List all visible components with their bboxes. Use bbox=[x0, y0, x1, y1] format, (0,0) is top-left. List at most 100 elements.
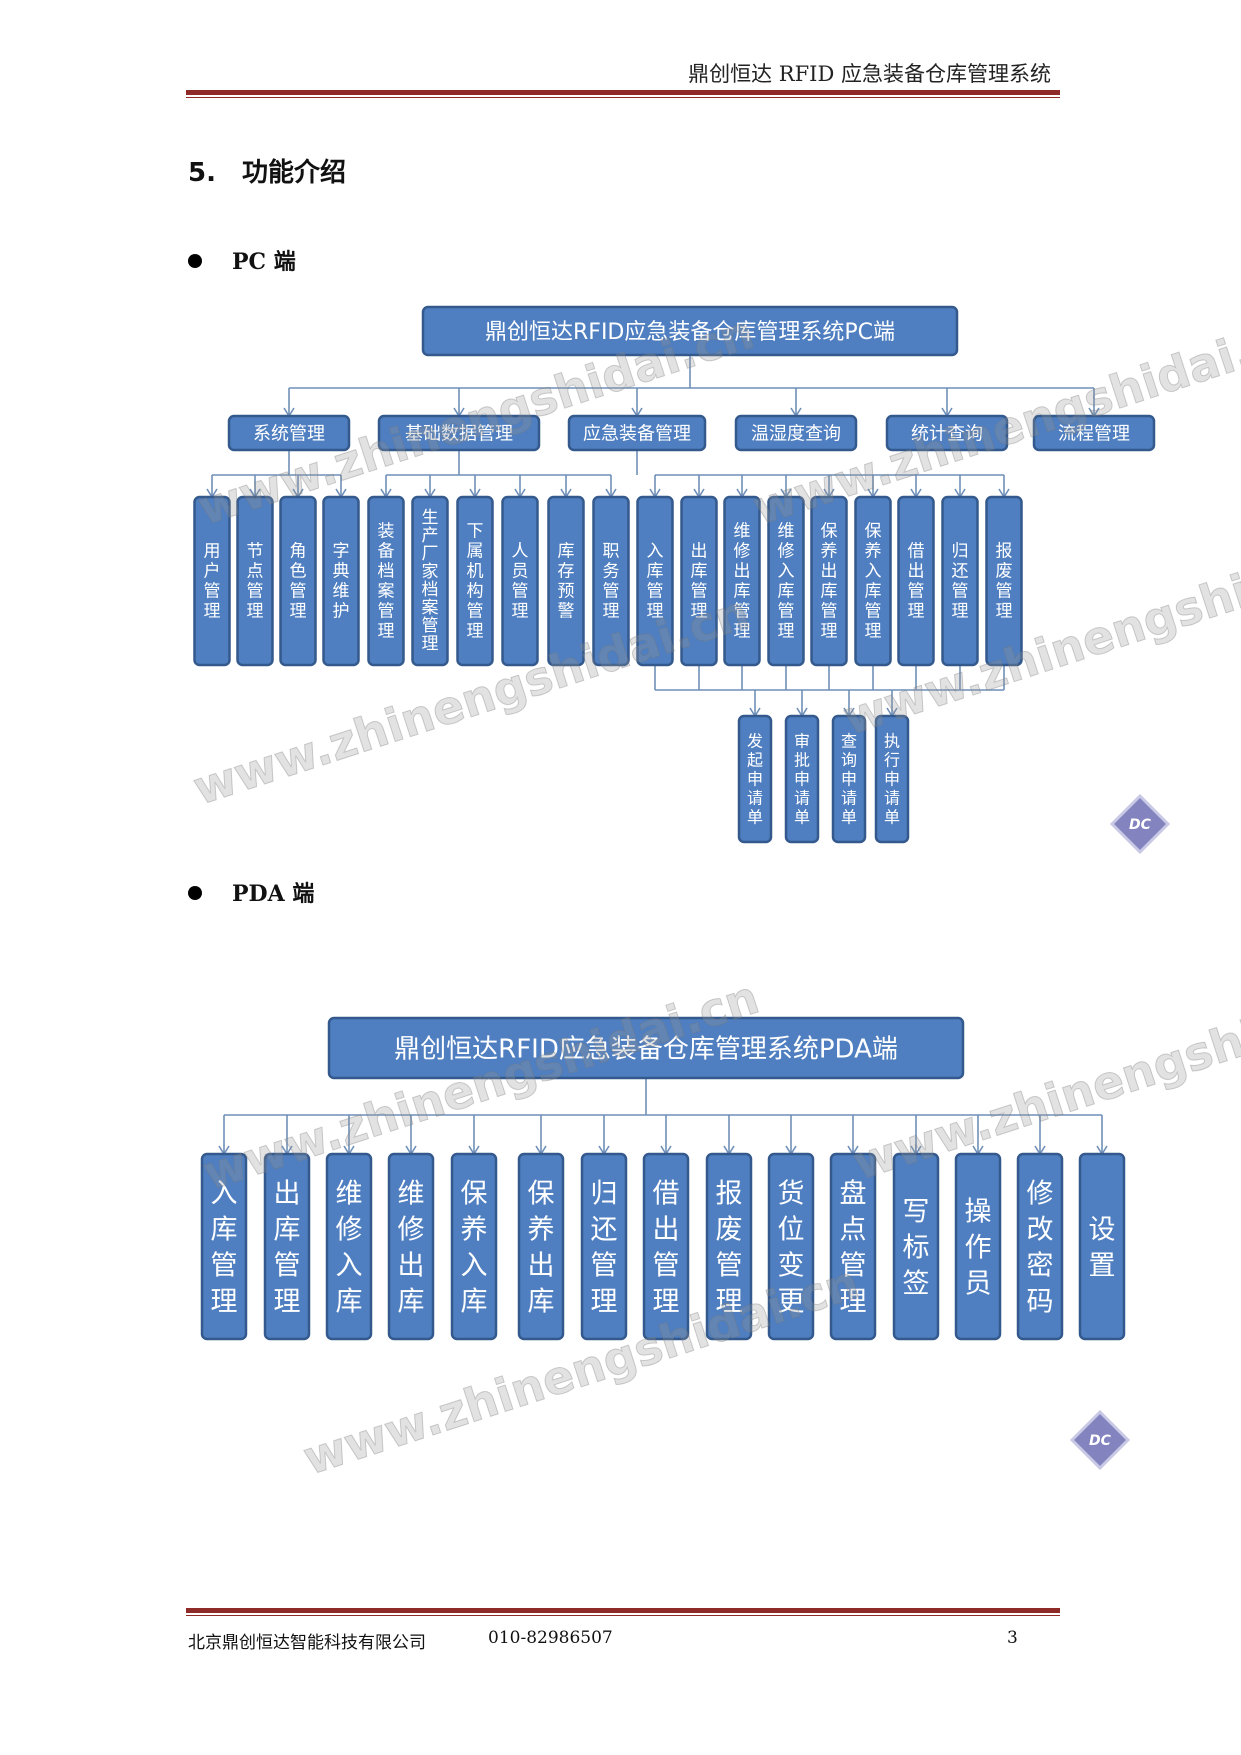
pc-leaf-node-1-0: 装备档案管理 bbox=[367, 495, 405, 667]
pc-flow-node-3: 执行申请单 bbox=[874, 714, 910, 844]
pc-leaf-node-1-3: 人员管理 bbox=[501, 495, 539, 667]
pc-leaf-node-2-2-label: 维修出库管理 bbox=[734, 522, 751, 642]
pc-leaf-node-2-8: 报废管理 bbox=[985, 495, 1023, 667]
pda-node-9-box bbox=[767, 1152, 815, 1341]
pda-node-14: 设置 bbox=[1078, 1152, 1126, 1341]
pda-node-12-box bbox=[954, 1152, 1002, 1341]
header-title: 鼎创恒达 RFID 应急装备仓库管理系统 bbox=[688, 62, 1051, 86]
pc-flow-node-2-box bbox=[831, 714, 867, 844]
pc-root-node-box bbox=[421, 305, 959, 357]
pc-group-node-5-label: 流程管理 bbox=[1058, 423, 1130, 444]
pc-flow-node-1-box bbox=[784, 714, 820, 844]
pc-leaf-node-2-5: 保养入库管理 bbox=[854, 495, 892, 667]
pc-leaf-node-0-2: 角色管理 bbox=[279, 495, 317, 667]
pc-leaf-node-2-6: 借出管理 bbox=[897, 495, 935, 667]
pc-leaf-node-2-8-label: 报废管理 bbox=[996, 542, 1013, 622]
pda-node-1: 出库管理 bbox=[263, 1152, 311, 1341]
pc-group-node-5: 流程管理 bbox=[1032, 414, 1156, 452]
pda-node-12-label: 操作员 bbox=[965, 1197, 992, 1300]
pc-leaf-node-1-4-label: 库存预警 bbox=[558, 542, 575, 622]
pc-leaf-node-1-5: 职务管理 bbox=[592, 495, 630, 667]
pc-group-node-0-label: 系统管理 bbox=[253, 423, 325, 444]
pc-leaf-node-0-1-box bbox=[236, 495, 274, 667]
pc-group-node-1: 基础数据管理 bbox=[377, 414, 541, 452]
pda-node-9-label: 货位变更 bbox=[778, 1179, 805, 1318]
pc-leaf-node-2-2-box bbox=[723, 495, 761, 667]
pc-leaf-node-0-3-label: 字典维护 bbox=[333, 542, 350, 622]
pc-root-node: 鼎创恒达RFID应急装备仓库管理系统PC端 bbox=[421, 305, 959, 357]
pc-leaf-node-2-4: 保养出库管理 bbox=[810, 495, 848, 667]
pda-root-node: 鼎创恒达RFID应急装备仓库管理系统PDA端 bbox=[327, 1016, 965, 1080]
pc-group-node-1-label: 基础数据管理 bbox=[405, 423, 513, 444]
pda-node-8: 报废管理 bbox=[705, 1152, 753, 1341]
pda-node-0-box bbox=[200, 1152, 248, 1341]
pda-node-10-box bbox=[829, 1152, 877, 1341]
pc-leaf-node-2-6-box bbox=[897, 495, 935, 667]
bullet-dot-icon bbox=[188, 886, 202, 900]
pc-leaf-node-1-5-box bbox=[592, 495, 630, 667]
pc-leaf-node-2-5-label: 保养入库管理 bbox=[865, 522, 882, 642]
pda-node-13-label: 修改密码 bbox=[1027, 1179, 1054, 1318]
pc-group-node-1-box bbox=[377, 414, 541, 452]
pda-node-11-label: 写标签 bbox=[903, 1197, 930, 1300]
pc-dc-logo-icon: DC bbox=[1109, 793, 1171, 855]
pc-group-node-3: 温湿度查询 bbox=[734, 414, 858, 452]
bullet-pc: PC 端 bbox=[188, 244, 296, 276]
pda-node-2-box bbox=[325, 1152, 373, 1341]
pda-node-8-box bbox=[705, 1152, 753, 1341]
pda-node-13: 修改密码 bbox=[1016, 1152, 1064, 1341]
pc-leaf-node-2-8-box bbox=[985, 495, 1023, 667]
footer-company: 北京鼎创恒达智能科技有限公司 bbox=[188, 1633, 426, 1653]
pc-leaf-node-1-3-label: 人员管理 bbox=[512, 542, 529, 622]
pc-leaf-node-2-3: 维修入库管理 bbox=[767, 495, 805, 667]
pc-leaf-node-2-7-label: 归还管理 bbox=[952, 542, 969, 622]
pc-flow-node-0-label: 发起申请单 bbox=[747, 731, 763, 826]
pc-leaf-node-1-2-label: 下属机构管理 bbox=[467, 522, 484, 642]
pc-leaf-node-1-3-box bbox=[501, 495, 539, 667]
pc-group-node-4-box bbox=[885, 414, 1009, 452]
pc-leaf-node-2-3-label: 维修入库管理 bbox=[778, 522, 795, 642]
header-rule bbox=[186, 90, 1060, 95]
pc-leaf-node-2-4-box bbox=[810, 495, 848, 667]
pc-leaf-node-2-1-box bbox=[680, 495, 718, 667]
pc-group-node-2-box bbox=[567, 414, 707, 452]
pc-leaf-node-0-2-box bbox=[279, 495, 317, 667]
pda-node-1-label: 出库管理 bbox=[274, 1179, 301, 1318]
pc-leaf-node-1-4: 库存预警 bbox=[547, 495, 585, 667]
section-title: 5. 功能介绍 bbox=[188, 158, 346, 188]
pda-node-4-label: 保养入库 bbox=[461, 1179, 488, 1318]
pc-leaf-node-1-0-box bbox=[367, 495, 405, 667]
pda-function-diagram: 鼎创恒达RFID应急装备仓库管理系统PDA端入库管理出库管理维修入库维修出库保养… bbox=[196, 959, 1241, 1486]
pda-node-13-box bbox=[1016, 1152, 1064, 1341]
pc-flow-node-1-label: 审批申请单 bbox=[794, 731, 810, 826]
footer-phone: 010-82986507 bbox=[488, 1628, 613, 1648]
header-rule-thin bbox=[186, 97, 1060, 98]
pc-function-diagram: 鼎创恒达RFID应急装备仓库管理系统PC端系统管理用户管理节点管理角色管理字典维… bbox=[186, 304, 1241, 855]
pc-dc-logo-icon-text: DC bbox=[1129, 817, 1152, 833]
pda-node-5: 保养出库 bbox=[517, 1152, 565, 1341]
pc-leaf-node-1-1-label: 生产厂家档案管理 bbox=[422, 508, 439, 654]
pda-root-node-label: 鼎创恒达RFID应急装备仓库管理系统PDA端 bbox=[394, 1034, 898, 1064]
pc-leaf-node-2-0-box bbox=[636, 495, 674, 667]
pc-leaf-node-1-1: 生产厂家档案管理 bbox=[411, 495, 449, 667]
pc-group-node-3-box bbox=[734, 414, 858, 452]
pc-leaf-node-2-6-label: 借出管理 bbox=[908, 542, 925, 622]
pda-node-4: 保养入库 bbox=[450, 1152, 498, 1341]
pda-node-11: 写标签 bbox=[892, 1152, 940, 1341]
pda-node-12: 操作员 bbox=[954, 1152, 1002, 1341]
pc-flow-node-3-box bbox=[874, 714, 910, 844]
pc-leaf-node-1-2: 下属机构管理 bbox=[456, 495, 494, 667]
pda-node-11-box bbox=[892, 1152, 940, 1341]
pc-leaf-node-2-1: 出库管理 bbox=[680, 495, 718, 667]
pc-leaf-node-2-5-box bbox=[854, 495, 892, 667]
pc-leaf-node-1-4-box bbox=[547, 495, 585, 667]
pc-leaf-node-1-2-box bbox=[456, 495, 494, 667]
bullet-pc-label: PC 端 bbox=[232, 249, 296, 275]
pda-node-6-box bbox=[580, 1152, 628, 1341]
pda-node-0: 入库管理 bbox=[200, 1152, 248, 1341]
pda-node-6-label: 归还管理 bbox=[591, 1179, 618, 1318]
bullet-pda: PDA 端 bbox=[188, 876, 314, 908]
bullet-dot-icon bbox=[188, 254, 202, 268]
pc-group-node-0-box bbox=[227, 414, 351, 452]
pc-leaf-node-2-1-label: 出库管理 bbox=[691, 542, 708, 622]
